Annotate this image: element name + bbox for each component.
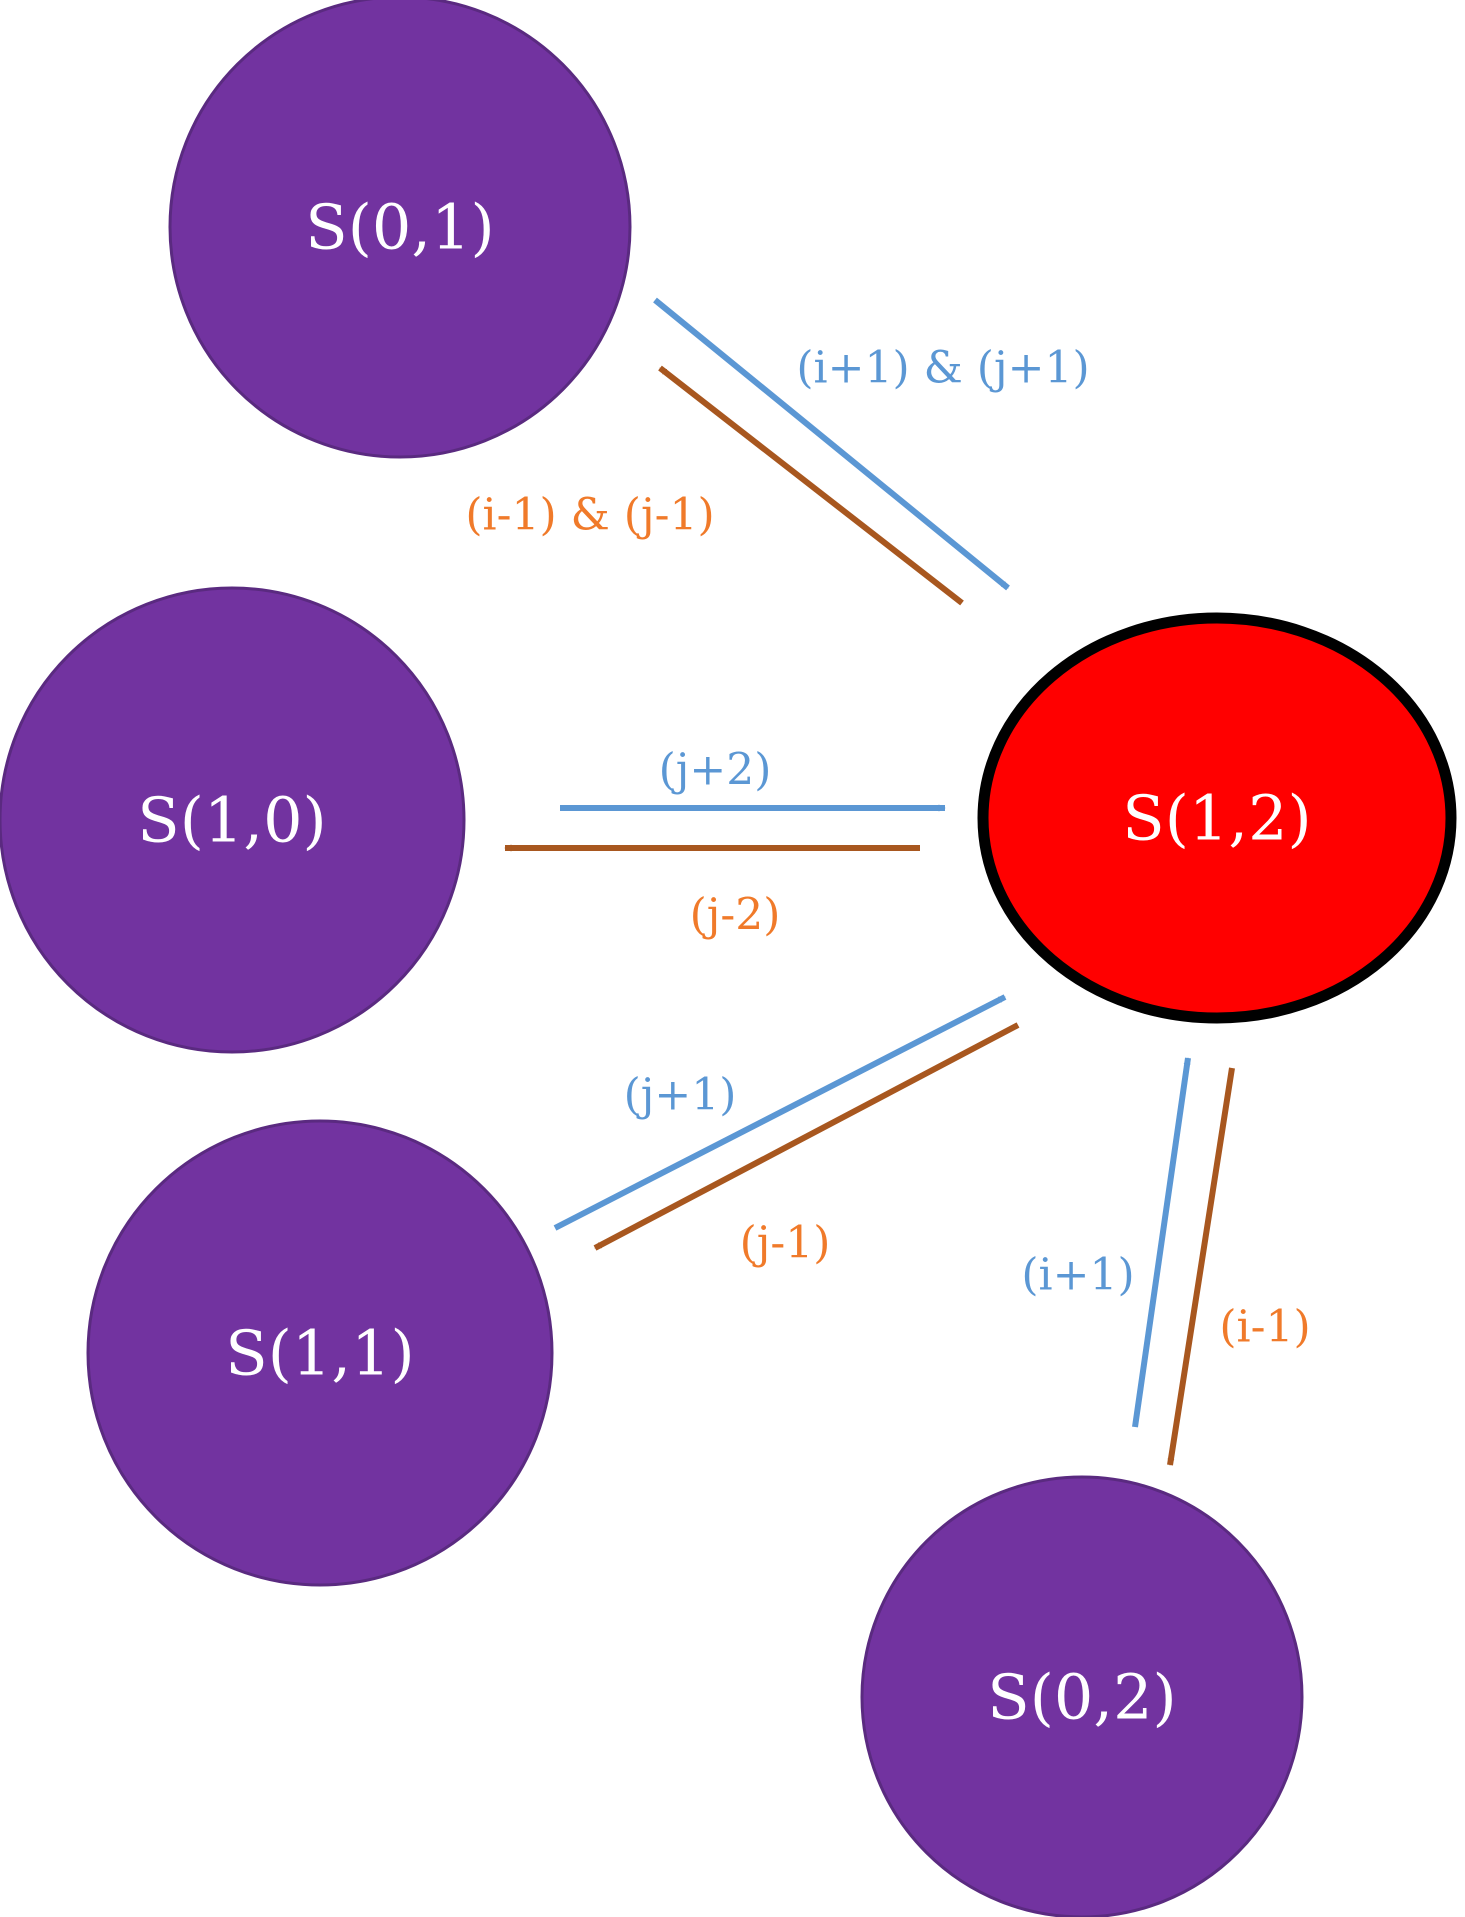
arrow-s12-to-s01 <box>658 365 964 606</box>
arrow-s11-to-s12 <box>553 994 1007 1231</box>
edge-label-s02-backward: (i-1) <box>1219 1302 1310 1353</box>
node-s12-current: S(1,2) <box>977 612 1457 1024</box>
node-s02-label: S(0,2) <box>987 1661 1176 1734</box>
arrow-s02-to-s12 <box>1132 1057 1191 1428</box>
node-s10-label: S(1,0) <box>137 784 326 857</box>
node-s11-label: S(1,1) <box>225 1317 414 1390</box>
edge-label-s10-forward: (j+2) <box>659 745 772 796</box>
node-s11: S(1,1) <box>86 1119 554 1587</box>
node-s12-label: S(1,2) <box>1122 782 1311 855</box>
edge-label-s11-forward: (j+1) <box>624 1070 737 1121</box>
arrow-s12-to-s11 <box>593 1022 1020 1251</box>
edge-label-s11-backward: (j-1) <box>740 1218 831 1269</box>
edge-label-s01-backward: (i-1) & (j-1) <box>465 490 714 541</box>
arrow-s01-to-s12 <box>653 297 1010 591</box>
node-s01-label: S(0,1) <box>305 191 494 264</box>
edge-label-s01-forward: (i+1) & (j+1) <box>796 343 1089 394</box>
node-s10: S(1,0) <box>0 586 466 1054</box>
arrow-s12-to-s02 <box>1167 1067 1235 1466</box>
edge-label-s02-forward: (i+1) <box>1021 1250 1134 1301</box>
node-s02: S(0,2) <box>860 1475 1304 1917</box>
node-s01: S(0,1) <box>168 0 632 459</box>
edge-label-s10-backward: (j-2) <box>690 890 781 941</box>
